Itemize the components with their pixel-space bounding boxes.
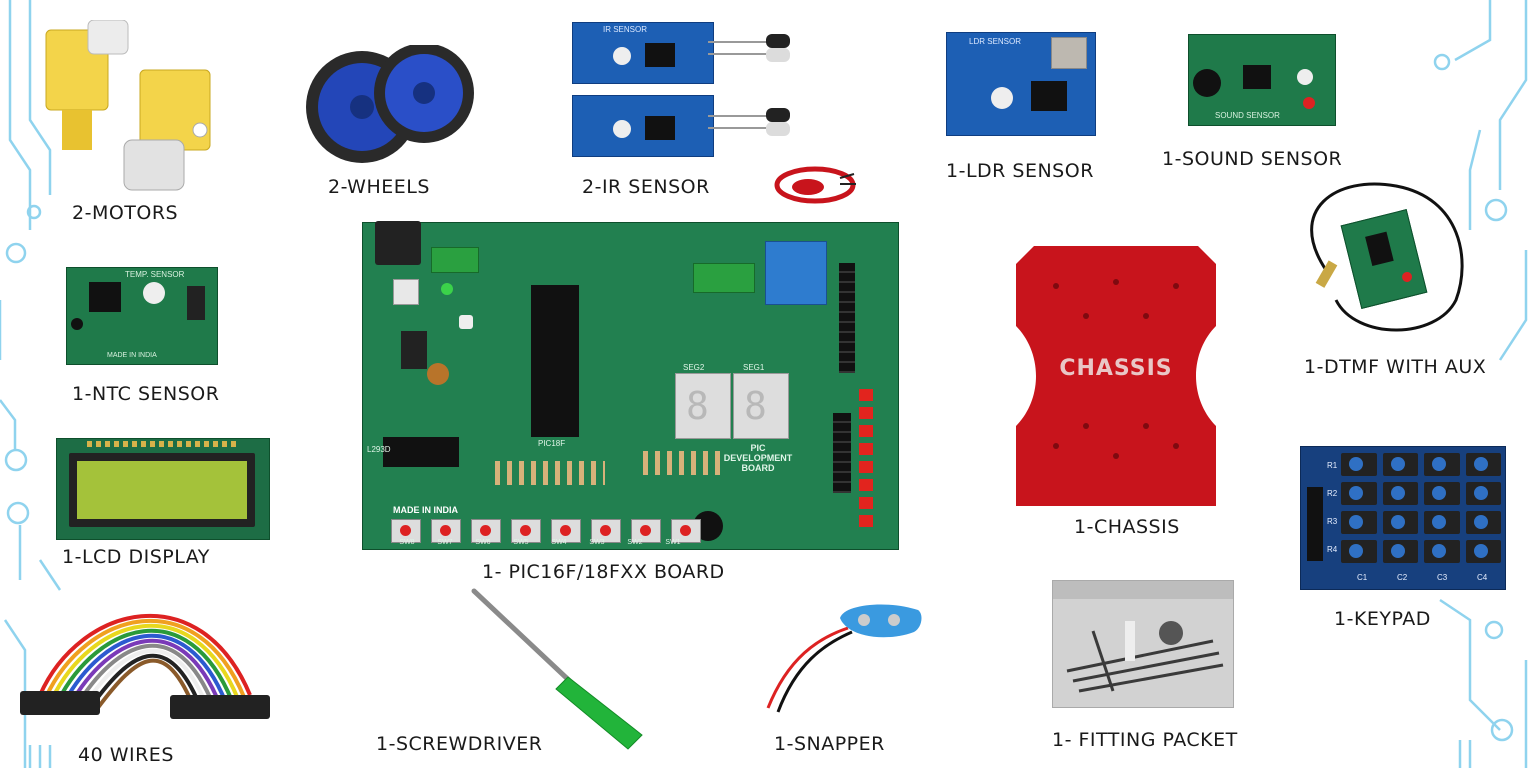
lcd-label: 1-LCD DISPLAY <box>62 546 210 568</box>
fitting-label: 1- FITTING PACKET <box>1052 729 1238 751</box>
relay <box>765 241 827 305</box>
keypad-grid <box>1341 453 1501 563</box>
seven-segment-1: 8 <box>733 373 789 439</box>
ntc-made-in-india: MADE IN INDIA <box>107 352 157 359</box>
ir-label: 2-IR SENSOR <box>582 176 710 198</box>
chassis-image: CHASSIS <box>1016 246 1216 506</box>
screwdriver-image <box>471 588 643 750</box>
switch-label: SW3 <box>589 539 605 546</box>
keypad-row-label: R4 <box>1327 545 1338 554</box>
keypad-label: 1-KEYPAD <box>1334 608 1431 630</box>
pic-microcontroller <box>531 285 579 437</box>
brand-logo-icon <box>774 166 856 204</box>
ir-leds-1 <box>708 34 790 62</box>
keypad-board: R1 R2 R3 R4 C1 C2 C3 C4 <box>1300 446 1506 590</box>
switch-label: SW1 <box>665 539 681 546</box>
chassis-label: 1-CHASSIS <box>1074 516 1180 538</box>
voltage-regulator <box>401 331 427 369</box>
led-column <box>859 389 873 529</box>
ir-leds-2 <box>708 108 790 136</box>
sound-sensor-board-label: SOUND SENSOR <box>1215 111 1280 120</box>
switch-label: SW7 <box>437 539 453 546</box>
board-label: 1- PIC16F/18FXX BOARD <box>482 561 725 583</box>
motor-driver-ic <box>383 437 459 467</box>
pic-board: PIC18F L293D 8 8 SEG2 SEG1 PIC DEVELOPME… <box>362 221 899 550</box>
sound-sensor-board: SOUND SENSOR <box>1188 34 1336 126</box>
seven-segment-2: 8 <box>675 373 731 439</box>
seg1-label: SEG1 <box>743 363 765 372</box>
power-jack <box>375 221 421 265</box>
keypad-row-label: R1 <box>1327 461 1338 470</box>
switch-labels: SW8 SW7 SW6 SW5 SW4 SW3 SW2 SW1 <box>393 539 713 546</box>
wires-image <box>20 585 270 735</box>
sound-label: 1-SOUND SENSOR <box>1162 148 1343 170</box>
switch-label: SW5 <box>513 539 529 546</box>
wires-label: 40 WIRES <box>78 744 174 766</box>
wheels-image <box>300 45 480 165</box>
chip-label: PIC18F <box>538 439 566 448</box>
switch-row <box>391 519 701 545</box>
motors-label: 2-MOTORS <box>72 202 179 224</box>
ir-sensor-board-label: IR SENSOR <box>603 25 648 34</box>
dtmf-label: 1-DTMF WITH AUX <box>1304 356 1487 378</box>
snapper-label: 1-SNAPPER <box>774 733 885 755</box>
ntc-label: 1-NTC SENSOR <box>72 383 220 405</box>
motors-image <box>40 20 220 195</box>
ir-sensor-board-1: IR SENSOR <box>572 22 714 84</box>
ic-label: L293D <box>367 445 391 454</box>
switch-label: SW2 <box>627 539 643 546</box>
switch-label: SW8 <box>399 539 415 546</box>
screwdriver-label: 1-SCREWDRIVER <box>376 733 543 755</box>
board-made-in-india: MADE IN INDIA <box>393 505 458 515</box>
keypad-row-label: R2 <box>1327 489 1338 498</box>
ir-sensor-board-2 <box>572 95 714 157</box>
keypad-row-label: R3 <box>1327 517 1338 526</box>
temp-sensor-board-label: TEMP. SENSOR <box>125 270 185 279</box>
switch-label: SW6 <box>475 539 491 546</box>
board-title: PIC DEVELOPMENT BOARD <box>723 443 793 473</box>
fitting-packet-image <box>1052 580 1234 708</box>
seg2-label: SEG2 <box>683 363 705 372</box>
switch-label: SW4 <box>551 539 567 546</box>
ldr-sensor-board-label: LDR SENSOR <box>969 37 1022 46</box>
power-switch <box>393 279 419 305</box>
wheels-label: 2-WHEELS <box>328 176 430 198</box>
screw-terminal <box>431 247 479 273</box>
ldr-sensor-board: LDR SENSOR <box>946 32 1096 136</box>
keypad-col-label: C1 <box>1357 573 1368 582</box>
keypad-col-label: C2 <box>1397 573 1408 582</box>
dtmf-image <box>1296 180 1471 340</box>
lcd-display <box>56 438 270 540</box>
snapper-image <box>766 604 922 713</box>
ldr-label: 1-LDR SENSOR <box>946 160 1094 182</box>
keypad-col-label: C3 <box>1437 573 1448 582</box>
keypad-col-label: C4 <box>1477 573 1488 582</box>
ntc-sensor-board: TEMP. SENSOR MADE IN INDIA <box>66 267 218 365</box>
chassis-text: CHASSIS <box>1059 356 1173 381</box>
